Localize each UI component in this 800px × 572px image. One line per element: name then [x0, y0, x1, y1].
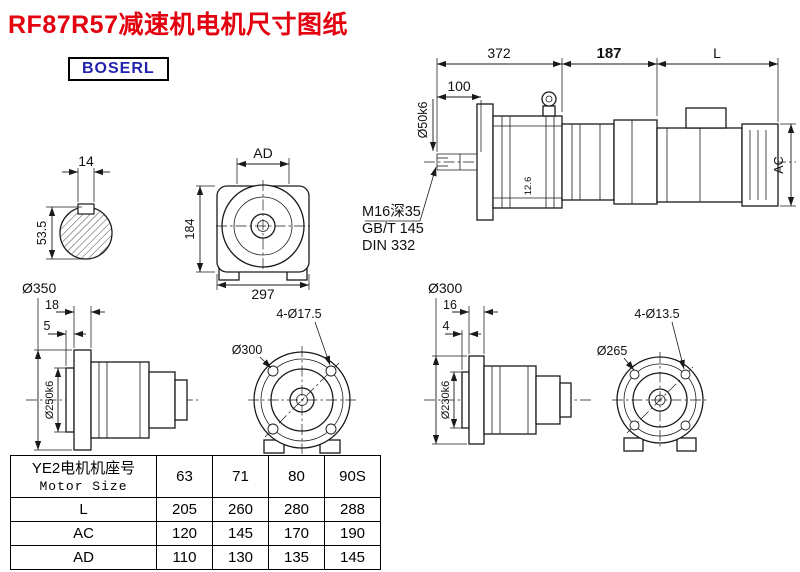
right-flange-diameter-label: Ø265: [597, 344, 628, 358]
left-flange-od-label: Ø350: [22, 280, 56, 296]
eyebolt: [541, 91, 557, 117]
table-row-ad: AD 110 130 135 145: [10, 545, 381, 570]
shaft-keyway-section-view: 14 53.5: [35, 153, 113, 260]
table-row-l: L 205 260 280 288: [10, 497, 381, 522]
table-header-motor-size: YE2电机机座号 Motor Size: [10, 455, 157, 498]
cell-ac-63: 120: [156, 521, 213, 546]
cell-l-80: 280: [268, 497, 325, 522]
cell-ad-71: 130: [212, 545, 269, 570]
dim-18-label: 18: [45, 298, 59, 312]
thread-spec-note: M16深35: [362, 203, 421, 220]
standard-note-gbt: GB/T 145: [362, 221, 424, 237]
dim-5-label: 5: [44, 319, 51, 333]
cell-ad-80: 135: [268, 545, 325, 570]
table-row-ac: AC 120 145 170 190: [10, 521, 381, 546]
table-col-63: 63: [156, 455, 213, 498]
cell-l-90s: 288: [324, 497, 381, 522]
keyway: [77, 203, 95, 215]
motor-diameter-label: AC: [772, 156, 786, 173]
left-spigot-diameter-label: Ø250k6: [44, 381, 56, 420]
keyway-width-label: 14: [78, 153, 94, 169]
dim-297-label: 297: [251, 286, 275, 302]
table-header-cn: YE2电机机座号: [31, 459, 136, 477]
flange-front-view-left: Ø300 4-Ø17.5: [232, 307, 356, 454]
flange-front-view-right: Ø265 4-Ø13.5: [597, 307, 708, 452]
motor-size-table: YE2电机机座号 Motor Size 63 71 80 90S L 205 2…: [10, 455, 381, 570]
dim-184-label: 184: [183, 219, 197, 240]
right-bolt-holes-label: 4-Ø13.5: [634, 307, 679, 321]
right-flange-od-label: Ø300: [428, 280, 462, 296]
row-label-l: L: [10, 497, 157, 522]
flange-gearbox-side-view-left: 18 5 Ø350 Ø250k6: [22, 280, 198, 451]
right-spigot-diameter-label: Ø230k6: [440, 381, 452, 420]
table-header-en: Motor Size: [39, 478, 128, 494]
dim-ad-label: AD: [253, 145, 272, 161]
table-col-71: 71: [212, 455, 269, 498]
cell-ac-90s: 190: [324, 521, 381, 546]
cell-ad-63: 110: [156, 545, 213, 570]
table-col-80: 80: [268, 455, 325, 498]
dim-372-label: 372: [487, 45, 511, 61]
cell-ac-71: 145: [212, 521, 269, 546]
shaft-diameter-label: Ø50k6: [416, 102, 430, 139]
dim-16-label: 16: [443, 298, 457, 312]
assembly-side-view: 372 187 L 100 Ø50k6 12.6 AC M16深35 GB/T …: [362, 45, 796, 254]
dim-12-6-label: 12.6: [523, 177, 534, 196]
brand-logo: BOSERL: [68, 57, 169, 81]
cell-l-63: 205: [156, 497, 213, 522]
left-bolt-circle-label: Ø300: [232, 343, 263, 357]
cell-ad-90s: 145: [324, 545, 381, 570]
table-col-90s: 90S: [324, 455, 381, 498]
row-label-ac: AC: [10, 521, 157, 546]
shaft-height-label: 53.5: [35, 221, 49, 245]
cell-l-71: 260: [212, 497, 269, 522]
technical-drawing: 372 187 L 100 Ø50k6 12.6 AC M16深35 GB/T …: [22, 45, 796, 454]
flange-gearbox-side-view-right: 16 4 Ø300 Ø230k6: [424, 280, 594, 445]
motor-body: [656, 107, 779, 207]
dim-4-label: 4: [443, 319, 450, 333]
standard-note-din: DIN 332: [362, 238, 415, 254]
dim-length-label: L: [713, 45, 721, 61]
left-bolt-holes-label: 4-Ø17.5: [276, 307, 321, 321]
gearbox-front-view: AD 184 297: [183, 145, 310, 302]
dim-100-label: 100: [447, 78, 471, 94]
row-label-ad: AD: [10, 545, 157, 570]
dim-187-label: 187: [596, 45, 621, 62]
cell-ac-80: 170: [268, 521, 325, 546]
page-title: RF87R57减速机电机尺寸图纸: [8, 11, 348, 39]
